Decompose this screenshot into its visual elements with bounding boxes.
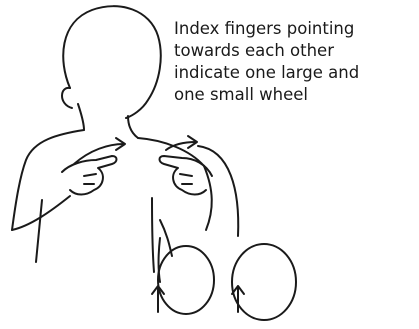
right-upper-arm <box>204 166 212 230</box>
neck-right <box>128 116 138 138</box>
ear-outline <box>62 88 72 108</box>
left-shoulder <box>12 130 84 230</box>
torso-left-side <box>36 200 42 262</box>
head-outline <box>63 6 161 118</box>
torso-center-line <box>152 198 154 272</box>
small-wheel-tail <box>159 238 161 282</box>
large-wheel-circle <box>232 244 296 320</box>
neck-left <box>78 104 84 130</box>
left-hand-fingers <box>84 174 96 184</box>
right-hand-fingers <box>180 174 192 184</box>
small-wheel-circle <box>158 246 214 314</box>
large-wheel-arrow <box>232 286 244 312</box>
